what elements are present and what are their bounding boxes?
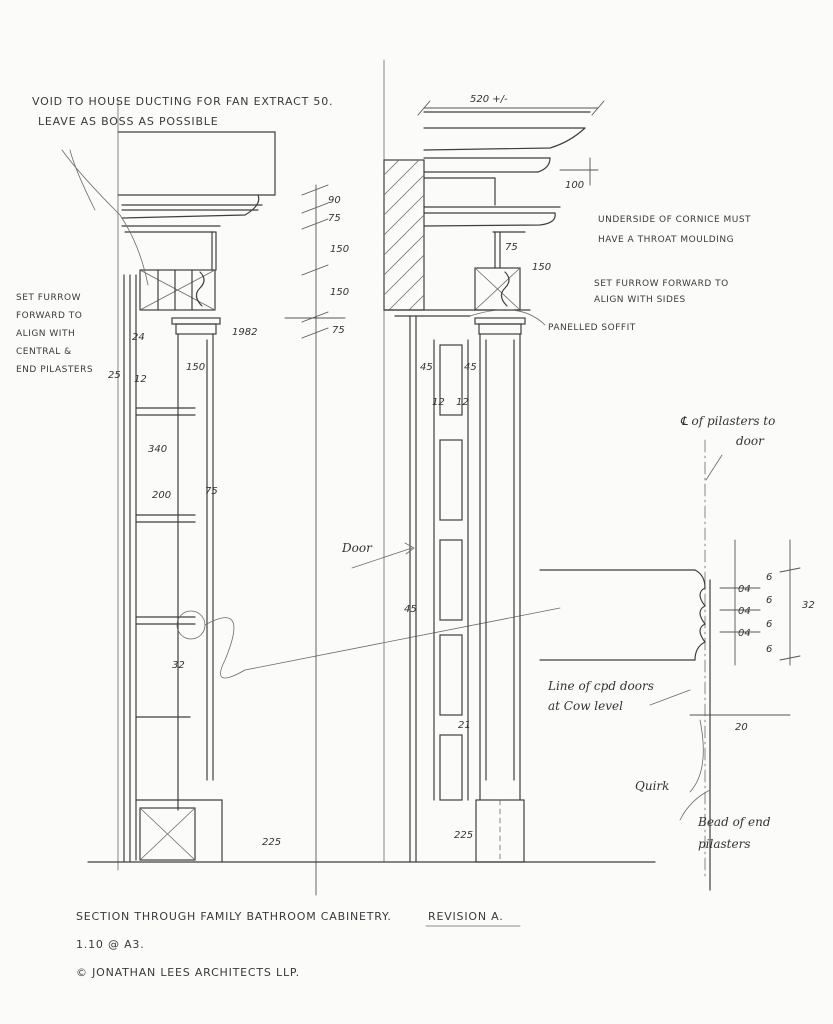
copyright-label: © JONATHAN LEES ARCHITECTS LLP. — [76, 966, 300, 979]
dim-12a: 12 — [134, 374, 147, 385]
dim-45b: 45 — [464, 362, 477, 373]
dim-45c: 45 — [404, 604, 417, 615]
dimension-texts: 90 75 150 150 75 520 +/- 100 75 150 24 2… — [108, 94, 815, 848]
dim-75b: 75 — [332, 325, 345, 336]
dim-04b: 04 — [738, 606, 751, 617]
dim-90: 90 — [328, 195, 341, 206]
bead-label-1: Bead of end — [697, 815, 771, 829]
dim-75c: 75 — [505, 242, 518, 253]
dim-04c: 04 — [738, 628, 751, 639]
void-note-line2: LEAVE AS BOSS AS POSSIBLE — [38, 115, 218, 128]
dim-100: 100 — [565, 180, 584, 191]
dim-150a: 150 — [330, 244, 349, 255]
annotation-texts: VOID TO HOUSE DUCTING FOR FAN EXTRACT 50… — [16, 95, 775, 851]
left-dim-string — [284, 184, 346, 896]
set-furrow-right-2: ALIGN WITH SIDES — [594, 295, 686, 305]
dim-150b: 150 — [330, 287, 349, 298]
set-furrow-left-2: FORWARD TO — [16, 311, 82, 321]
set-furrow-left-5: END PILASTERS — [16, 365, 93, 375]
scale-label: 1.10 @ A3. — [76, 938, 145, 951]
set-furrow-left-1: SET FURROW — [16, 293, 81, 303]
set-furrow-left-4: CENTRAL & — [16, 347, 72, 357]
dim-225b: 225 — [454, 830, 473, 841]
dim-20: 20 — [735, 722, 748, 733]
dim-150d: 150 — [186, 362, 205, 373]
dim-6a: 6 — [766, 572, 772, 583]
dim-75a: 75 — [328, 213, 341, 224]
quirk-label: Quirk — [635, 779, 669, 793]
revision-label: REVISION A. — [428, 910, 504, 923]
void-note-line1: VOID TO HOUSE DUCTING FOR FAN EXTRACT 50… — [32, 95, 333, 108]
cl-pilasters-2: door — [736, 434, 765, 448]
dim-04a: 04 — [738, 584, 751, 595]
dim-45a: 45 — [420, 362, 433, 373]
dim-12b: 12 — [432, 397, 445, 408]
dim-25: 25 — [108, 370, 121, 381]
line-doors-1: Line of cpd doors — [547, 679, 654, 693]
dim-6c: 6 — [766, 619, 772, 630]
set-furrow-right-1: SET FURROW FORWARD TO — [594, 279, 729, 289]
dim-340: 340 — [148, 444, 167, 455]
dim-21: 21 — [458, 720, 471, 731]
left-section — [61, 99, 561, 871]
dim-6d: 6 — [766, 644, 772, 655]
underside-note-2: HAVE A THROAT MOULDING — [598, 235, 734, 245]
dim-150c: 150 — [532, 262, 551, 273]
dim-6b: 6 — [766, 595, 772, 606]
door-label: Door — [341, 541, 373, 555]
bead-label-2: pilasters — [698, 837, 751, 851]
ref-mark: 1982 — [232, 327, 257, 338]
set-furrow-left-3: ALIGN WITH — [16, 329, 75, 339]
drawing-title: SECTION THROUGH FAMILY BATHROOM CABINETR… — [76, 910, 392, 923]
cl-pilasters-1: ℄ of pilasters to — [680, 414, 775, 428]
dim-520: 520 +/- — [470, 94, 508, 105]
dim-225a: 225 — [262, 837, 281, 848]
dim-75d: 75 — [205, 486, 218, 497]
title-block: SECTION THROUGH FAMILY BATHROOM CABINETR… — [76, 910, 521, 979]
panelled-soffit-label: PANELLED SOFFIT — [548, 323, 636, 333]
right-detail — [539, 439, 801, 891]
line-doors-2: at Cow level — [548, 699, 623, 713]
central-section — [351, 59, 605, 863]
dim-12c: 12 — [456, 397, 469, 408]
dim-24: 24 — [132, 332, 145, 343]
underside-note-1: UNDERSIDE OF CORNICE MUST — [598, 215, 751, 225]
dim-32b: 32 — [802, 600, 815, 611]
dim-32a: 32 — [172, 660, 185, 671]
dim-200: 200 — [152, 490, 171, 501]
